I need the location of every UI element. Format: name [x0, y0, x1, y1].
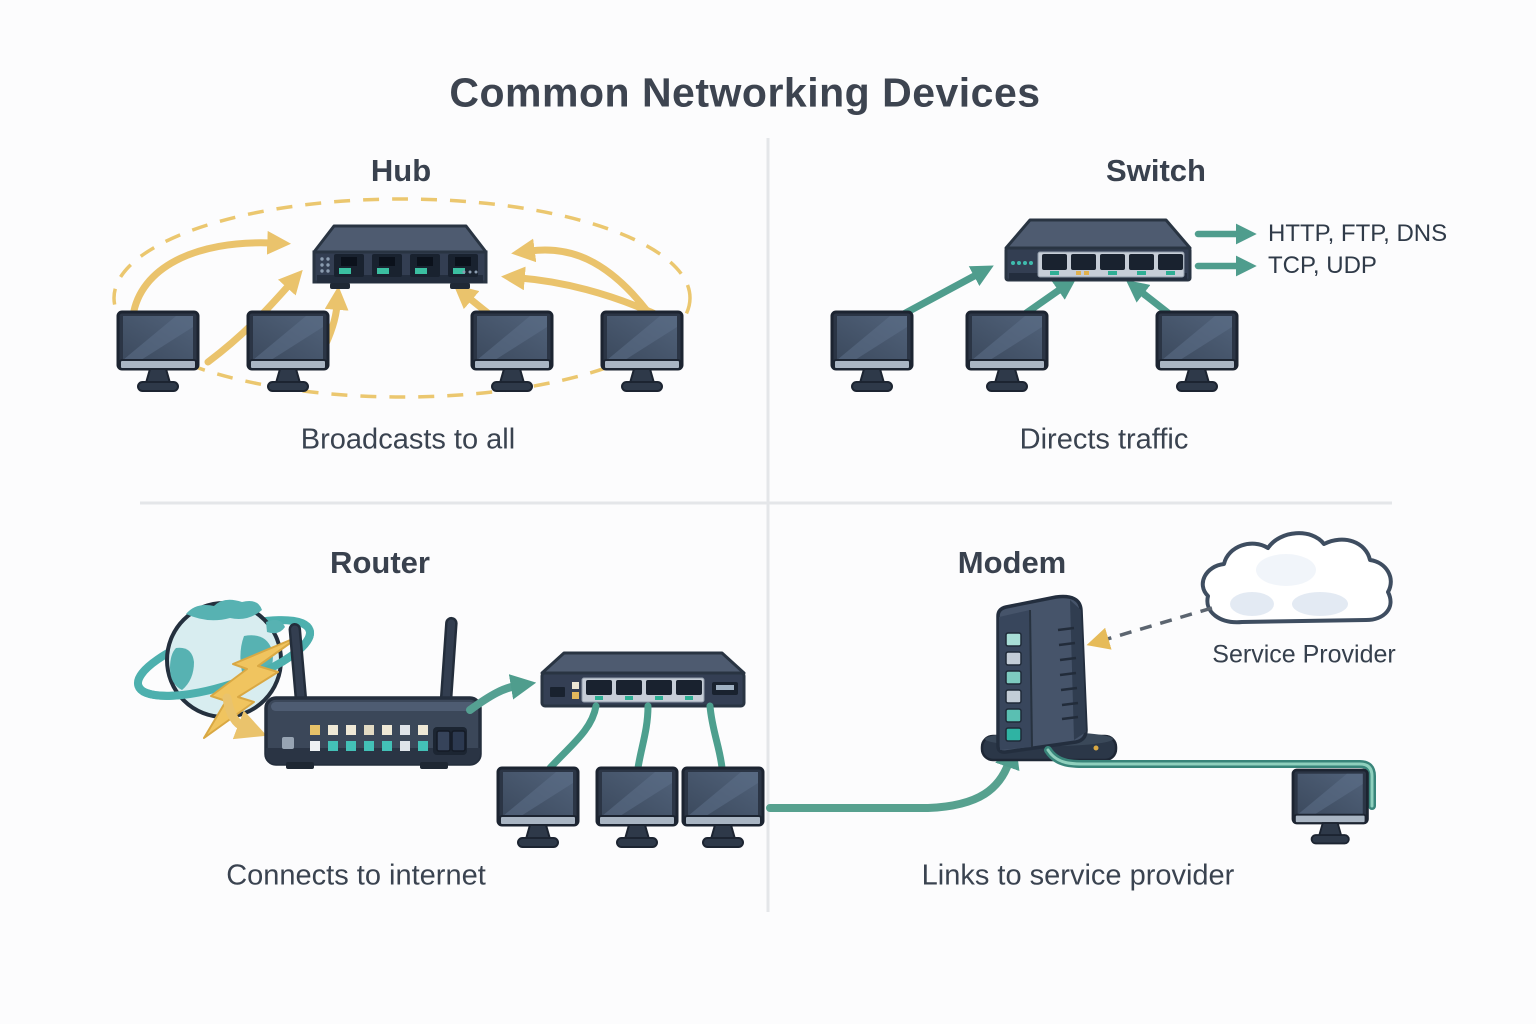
- antenna-icon: [439, 616, 458, 706]
- hub-title: Hub: [370, 153, 432, 188]
- router-device-icon: [264, 616, 482, 769]
- computer-icon: [1155, 310, 1239, 393]
- switch-device-icon: [1004, 218, 1192, 282]
- broadcast-arrow: [129, 230, 292, 320]
- computer-icon: [965, 310, 1049, 393]
- switch-ports: [1042, 254, 1183, 275]
- broadcast-arrow: [511, 238, 652, 316]
- hub-device-icon: [312, 224, 488, 289]
- broadcast-dashed-ellipse: [112, 197, 692, 399]
- modem-leds: [1005, 632, 1022, 742]
- modem-cable: [1044, 746, 1376, 810]
- router-leds: [310, 725, 428, 751]
- router-quadrant: [133, 599, 765, 849]
- protocol-label-transport: TCP, UDP: [1268, 252, 1377, 279]
- mini-switch-device-icon: [540, 651, 746, 708]
- mini-switch-ports: [586, 680, 702, 700]
- computer-icon: [246, 310, 330, 393]
- modem-device-icon: [980, 594, 1118, 762]
- cloud-icon: [1200, 531, 1393, 625]
- switch-status-dots: [1011, 261, 1033, 265]
- protocol-label-application: HTTP, FTP, DNS: [1268, 220, 1448, 247]
- router-caption: Connects to internet: [226, 859, 486, 892]
- computer-icon: [830, 310, 914, 393]
- hub-status-dots: [320, 257, 478, 274]
- service-provider-dashed-link: [1086, 606, 1213, 650]
- hub-caption: Broadcasts to all: [300, 423, 516, 456]
- computer-icon: [681, 766, 765, 849]
- computer-icon: [1291, 768, 1369, 845]
- modem-caption: Links to service provider: [921, 859, 1235, 892]
- ethernet-cables: [546, 702, 726, 772]
- uplink-arrow: [896, 265, 994, 320]
- computer-icon: [116, 310, 200, 393]
- switch-title: Switch: [1106, 153, 1206, 188]
- protocol-arrows: [1194, 223, 1257, 277]
- computer-icon: [595, 766, 679, 849]
- ethernet-cable: [634, 702, 652, 772]
- hub-quadrant: [112, 197, 692, 399]
- service-provider-label: Service Provider: [1212, 640, 1396, 669]
- computer-icon: [496, 766, 580, 849]
- switch-caption: Directs traffic: [1019, 423, 1189, 456]
- modem-vents: [1057, 626, 1079, 721]
- router-to-switch-arrow: [466, 674, 537, 714]
- ethernet-cable: [706, 702, 726, 772]
- page-title: Common Networking Devices: [449, 69, 1041, 116]
- computer-icon: [470, 310, 554, 393]
- ethernet-cable: [546, 702, 600, 772]
- modem-uplink-arrow: [766, 742, 1020, 812]
- globe-to-router-arrow: [222, 693, 267, 740]
- computer-icon: [600, 310, 684, 393]
- switch-quadrant: [830, 218, 1257, 393]
- router-title: Router: [330, 545, 430, 580]
- modem-quadrant: [766, 531, 1393, 845]
- modem-title: Modem: [957, 545, 1067, 580]
- antenna-icon: [288, 623, 308, 706]
